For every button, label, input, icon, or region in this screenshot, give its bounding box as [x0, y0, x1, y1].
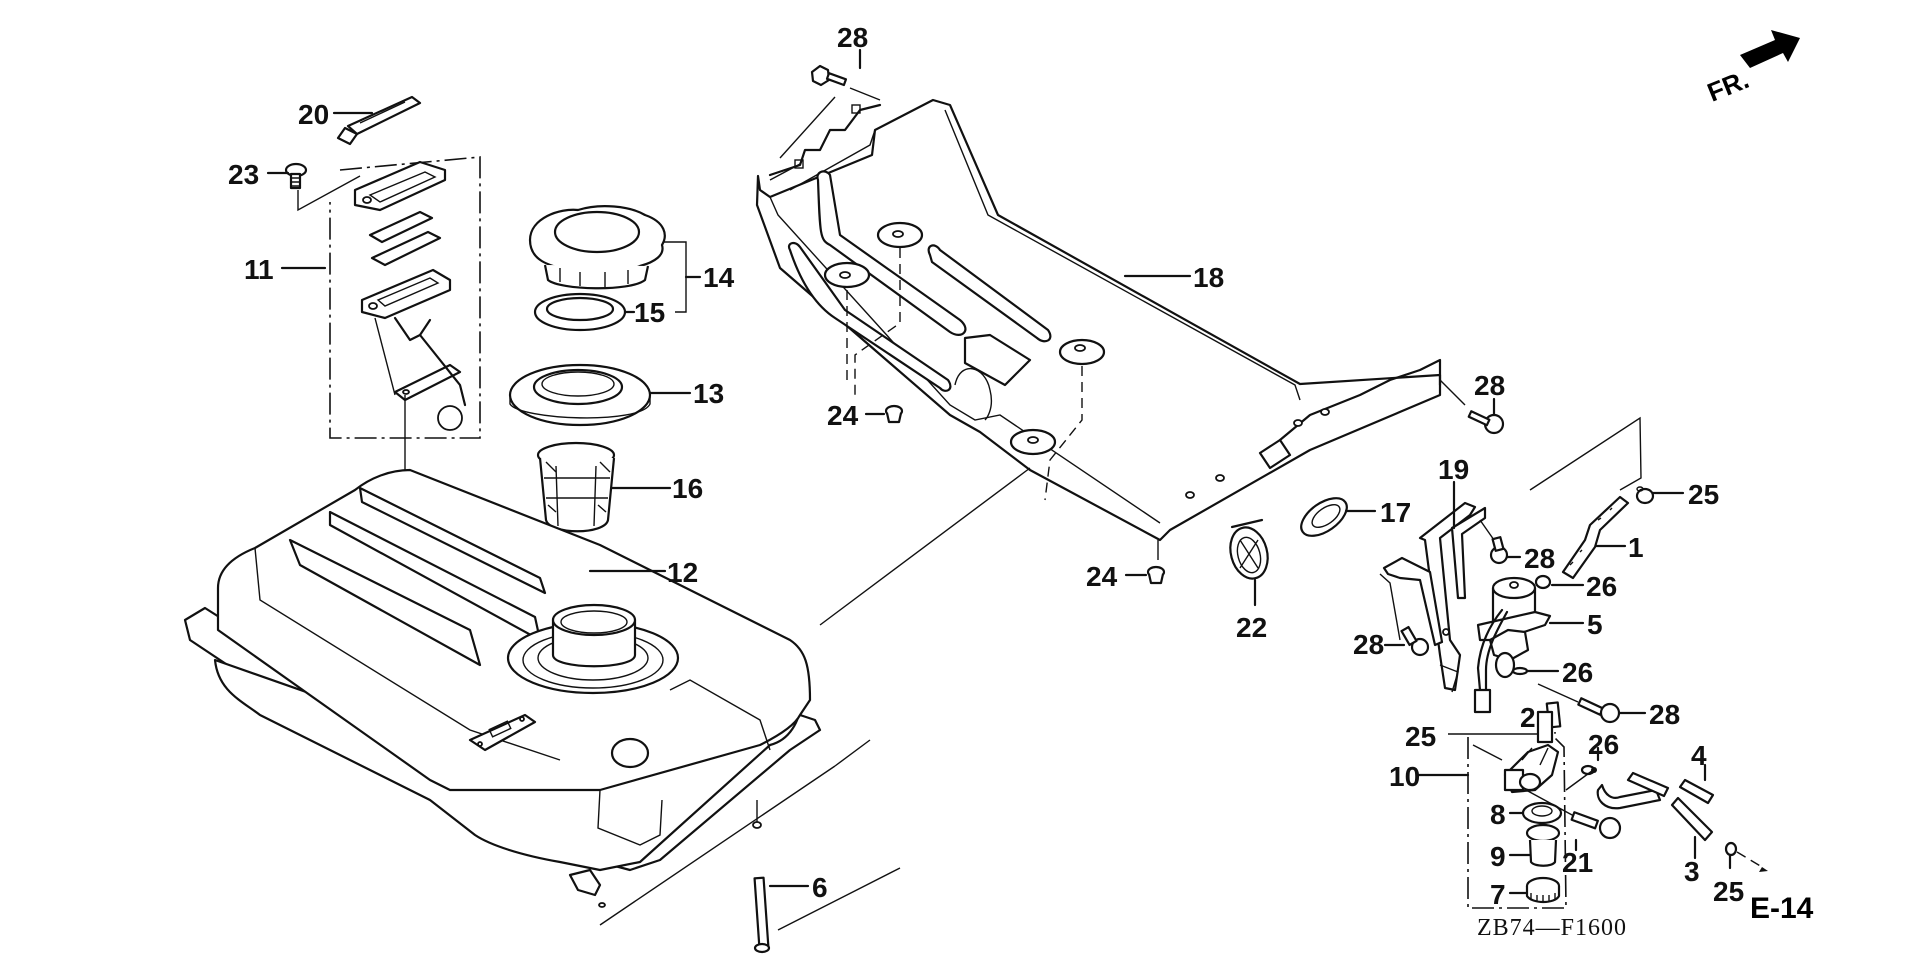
callout-19[interactable]: 19 [1438, 454, 1469, 485]
callout-9[interactable]: 9 [1490, 841, 1506, 872]
part-1-fuel-hose [1561, 495, 1630, 580]
part-28-bolt-right [1467, 410, 1505, 435]
callout-28-bracket-left[interactable]: 28 [1353, 629, 1384, 660]
part-25-clamp-lower [1724, 841, 1738, 857]
part-20-cover [336, 95, 422, 146]
guide-10 [1472, 744, 1503, 761]
part-22-hose-clip [1229, 518, 1269, 580]
part-23-screw [284, 162, 308, 190]
callout-12[interactable]: 12 [667, 557, 698, 588]
group-bracket-11 [329, 156, 481, 439]
guide-28-top-b [779, 96, 836, 159]
guide-23 [297, 175, 361, 212]
part-28-bolt-top [810, 64, 848, 87]
part-4-hose [1626, 771, 1715, 805]
callout-7[interactable]: 7 [1490, 879, 1506, 910]
front-direction-indicator: FR. [1703, 30, 1800, 108]
callout-1[interactable]: 1 [1628, 532, 1644, 563]
guide-27-bracket [1529, 416, 1642, 491]
arrow-to-e14-icon [1759, 867, 1768, 872]
callout-28-top[interactable]: 28 [837, 22, 868, 53]
part-8-washer [1521, 801, 1563, 825]
callout-6[interactable]: 6 [812, 872, 828, 903]
part-14-fuel-cap [528, 205, 666, 290]
part-27-clamp [1635, 486, 1655, 505]
callout-3[interactable]: 3 [1684, 856, 1700, 887]
callout-18[interactable]: 18 [1193, 262, 1224, 293]
part-5-fuel-pump [1473, 576, 1552, 714]
callout-25-upper[interactable]: 25 [1405, 721, 1436, 752]
part-12-fuel-tank [183, 468, 822, 908]
callout-10[interactable]: 10 [1389, 761, 1420, 792]
callout-22[interactable]: 22 [1236, 612, 1267, 643]
guide-19-bolt [1379, 573, 1401, 641]
leader-26-lower [1565, 767, 1597, 791]
callout-17[interactable]: 17 [1380, 497, 1411, 528]
part-18-under-guard [755, 98, 1442, 542]
part-24-grommet-upper [884, 404, 904, 424]
guide-28-lower [1537, 683, 1579, 703]
callout-4[interactable]: 4 [1691, 740, 1707, 771]
part-28-bolt-bracket-left [1400, 625, 1430, 657]
callout-24-upper[interactable]: 24 [827, 400, 859, 431]
part-24-grommet-lower [1146, 565, 1166, 585]
guide-28-right [1439, 379, 1466, 406]
callout-26-middle[interactable]: 26 [1562, 657, 1593, 688]
guide-18-bolt-left [769, 163, 801, 181]
callout-13[interactable]: 13 [693, 378, 724, 409]
arrow-front-icon [1740, 30, 1800, 68]
part-7-ring-nut [1525, 876, 1561, 904]
part-17-rubber-grommet [1300, 497, 1348, 537]
page-reference-link[interactable]: E-14 [1750, 892, 1814, 925]
part-19-pump-bracket [1382, 501, 1487, 693]
callout-27[interactable]: 25 [1688, 479, 1719, 510]
callout-5[interactable]: 5 [1587, 609, 1603, 640]
callout-15[interactable]: 15 [634, 297, 665, 328]
callout-16[interactable]: 16 [672, 473, 703, 504]
guide-18-to-tank [819, 467, 1031, 626]
callout-11[interactable]: 11 [244, 254, 274, 285]
callout-20[interactable]: 20 [298, 99, 329, 130]
part-11-fuel-gauge [353, 160, 467, 431]
front-label: FR. [1703, 64, 1753, 108]
part-26-clamp-middle [1511, 666, 1529, 676]
callout-8[interactable]: 8 [1490, 799, 1506, 830]
part-28-bolt-bracket-upper [1489, 536, 1509, 565]
callout-26-upper[interactable]: 26 [1586, 571, 1617, 602]
part-26-clamp-upper [1534, 574, 1552, 590]
callout-28-right[interactable]: 28 [1474, 370, 1505, 401]
part-3-hose [1596, 783, 1714, 842]
part-16-strainer [536, 441, 616, 533]
group-bracket-14 [664, 241, 687, 313]
guide-28-bracket-upper [1479, 519, 1495, 541]
callout-24-lower[interactable]: 24 [1086, 561, 1118, 592]
part-10-fuel-cock [1503, 710, 1560, 794]
callout-2[interactable]: 2 [1520, 702, 1536, 733]
part-28-bolt-lower [1577, 697, 1621, 724]
guide-6-b [777, 867, 901, 931]
callout-26-lower[interactable]: 26 [1588, 729, 1619, 760]
part-6-long-bolt [753, 876, 771, 954]
guide-6-a [599, 765, 836, 926]
guide-e14 [1736, 851, 1763, 868]
part-15-cap-gasket [533, 292, 627, 332]
callout-28-lower[interactable]: 28 [1649, 699, 1680, 730]
part-13-filler-ring [508, 363, 652, 427]
diagram-code: ZB74—F1600 [1477, 915, 1627, 941]
callout-28-bracket-upper[interactable]: 28 [1524, 543, 1555, 574]
group-bracket-10 [1467, 732, 1567, 909]
guide-6-c [834, 739, 871, 767]
callout-21[interactable]: 21 [1562, 847, 1593, 878]
part-9-sediment-cup [1525, 823, 1561, 867]
guide-28-top [849, 87, 881, 101]
callout-25-lower[interactable]: 25 [1713, 876, 1744, 907]
callout-23[interactable]: 23 [228, 159, 259, 190]
part-21-bolt [1570, 811, 1622, 840]
callout-14[interactable]: 14 [703, 262, 735, 293]
